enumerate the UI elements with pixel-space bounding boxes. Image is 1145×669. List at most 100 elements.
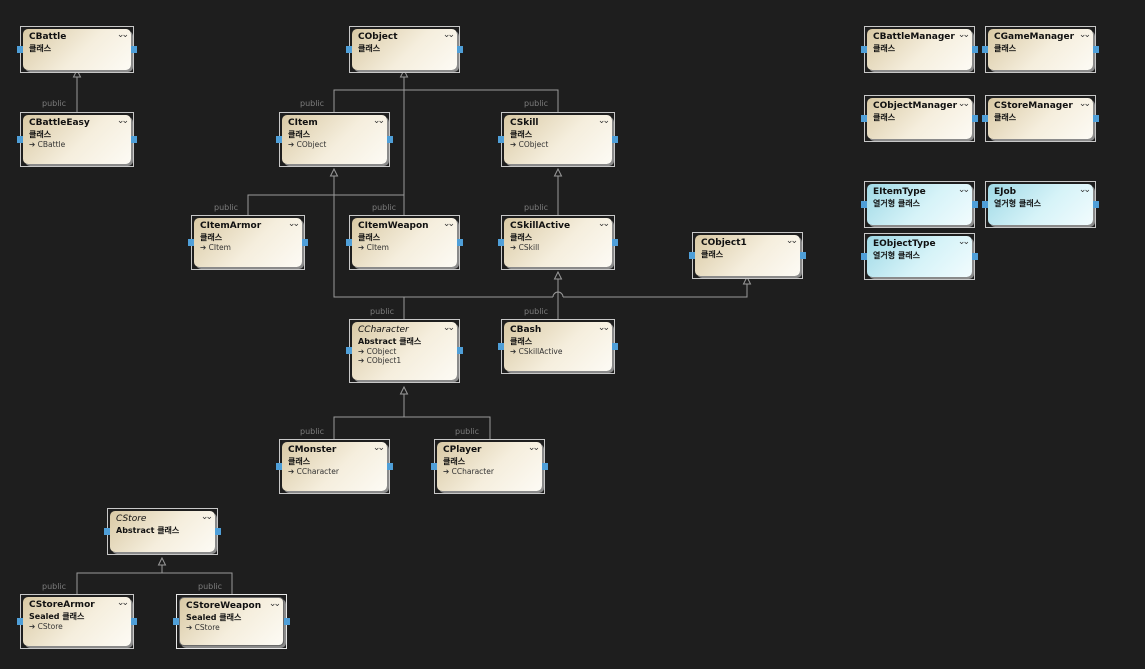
right-connector-port[interactable] xyxy=(542,462,548,470)
right-connector-port[interactable] xyxy=(612,238,618,246)
double-chevron-down-icon[interactable]: ⌄⌄ xyxy=(785,236,798,246)
left-connector-port[interactable] xyxy=(104,527,110,535)
left-connector-port[interactable] xyxy=(17,135,23,143)
left-connector-port[interactable] xyxy=(346,238,352,246)
double-chevron-down-icon[interactable]: ⌄⌄ xyxy=(442,30,455,40)
double-chevron-down-icon[interactable]: ⌄⌄ xyxy=(442,323,455,333)
left-connector-port[interactable] xyxy=(276,135,282,143)
left-connector-port[interactable] xyxy=(861,114,867,122)
right-connector-port[interactable] xyxy=(972,45,978,53)
left-connector-port[interactable] xyxy=(861,252,867,260)
left-connector-port[interactable] xyxy=(173,617,179,625)
double-chevron-down-icon[interactable]: ⌄⌄ xyxy=(200,512,213,522)
class-name: CItemArmor xyxy=(200,221,262,231)
left-connector-port[interactable] xyxy=(346,45,352,53)
double-chevron-down-icon[interactable]: ⌄⌄ xyxy=(116,30,129,40)
right-connector-port[interactable] xyxy=(131,45,137,53)
right-connector-port[interactable] xyxy=(387,135,393,143)
double-chevron-down-icon[interactable]: ⌄⌄ xyxy=(116,598,129,608)
double-chevron-down-icon[interactable]: ⌄⌄ xyxy=(1078,185,1091,195)
left-connector-port[interactable] xyxy=(861,200,867,208)
double-chevron-down-icon[interactable]: ⌄⌄ xyxy=(287,219,300,229)
right-connector-port[interactable] xyxy=(284,617,290,625)
left-connector-port[interactable] xyxy=(276,462,282,470)
relation-label: public xyxy=(42,99,67,108)
double-chevron-down-icon[interactable]: ⌄⌄ xyxy=(116,116,129,126)
class-kind: 클래스 xyxy=(443,457,466,466)
right-connector-port[interactable] xyxy=(972,200,978,208)
right-connector-port[interactable] xyxy=(131,135,137,143)
left-connector-port[interactable] xyxy=(431,462,437,470)
double-chevron-down-icon[interactable]: ⌄⌄ xyxy=(442,219,455,229)
right-connector-port[interactable] xyxy=(612,135,618,143)
left-connector-port[interactable] xyxy=(17,617,23,625)
left-connector-port[interactable] xyxy=(982,200,988,208)
right-connector-port[interactable] xyxy=(457,45,463,53)
double-chevron-down-icon[interactable]: ⌄⌄ xyxy=(957,99,970,109)
double-chevron-down-icon[interactable]: ⌄⌄ xyxy=(957,237,970,247)
left-connector-port[interactable] xyxy=(982,45,988,53)
double-chevron-down-icon[interactable]: ⌄⌄ xyxy=(597,116,610,126)
double-chevron-down-icon[interactable]: ⌄⌄ xyxy=(268,599,281,609)
left-connector-port[interactable] xyxy=(188,238,194,246)
left-connector-port[interactable] xyxy=(346,347,352,354)
left-connector-port[interactable] xyxy=(861,45,867,53)
double-chevron-down-icon[interactable]: ⌄⌄ xyxy=(372,116,385,126)
right-connector-port[interactable] xyxy=(1093,114,1099,122)
double-chevron-down-icon[interactable]: ⌄⌄ xyxy=(957,30,970,40)
class-name: CPlayer xyxy=(443,445,482,455)
left-connector-port[interactable] xyxy=(498,135,504,143)
right-connector-port[interactable] xyxy=(972,114,978,122)
left-connector-port[interactable] xyxy=(498,342,504,350)
double-chevron-down-icon[interactable]: ⌄⌄ xyxy=(527,443,540,453)
right-connector-port[interactable] xyxy=(612,342,618,350)
right-connector-port[interactable] xyxy=(972,252,978,260)
right-connector-port[interactable] xyxy=(457,347,463,354)
double-chevron-down-icon[interactable]: ⌄⌄ xyxy=(1078,99,1091,109)
double-chevron-down-icon[interactable]: ⌄⌄ xyxy=(597,219,610,229)
left-connector-port[interactable] xyxy=(982,114,988,122)
double-chevron-down-icon[interactable]: ⌄⌄ xyxy=(957,185,970,195)
double-chevron-down-icon[interactable]: ⌄⌄ xyxy=(1078,30,1091,40)
double-chevron-down-icon[interactable]: ⌄⌄ xyxy=(597,323,610,333)
double-chevron-down-icon[interactable]: ⌄⌄ xyxy=(372,443,385,453)
right-connector-port[interactable] xyxy=(1093,200,1099,208)
right-connector-port[interactable] xyxy=(215,527,221,535)
right-connector-port[interactable] xyxy=(302,238,308,246)
right-connector-port[interactable] xyxy=(131,617,137,625)
right-connector-port[interactable] xyxy=(457,238,463,246)
left-connector-port[interactable] xyxy=(17,45,23,53)
class-name: EJob xyxy=(994,187,1017,197)
right-connector-port[interactable] xyxy=(800,251,806,259)
left-connector-port[interactable] xyxy=(498,238,504,246)
base-class-entry: ➔ CItem xyxy=(358,243,451,252)
left-connector-port[interactable] xyxy=(689,251,695,259)
right-connector-port[interactable] xyxy=(1093,45,1099,53)
right-connector-port[interactable] xyxy=(387,462,393,470)
